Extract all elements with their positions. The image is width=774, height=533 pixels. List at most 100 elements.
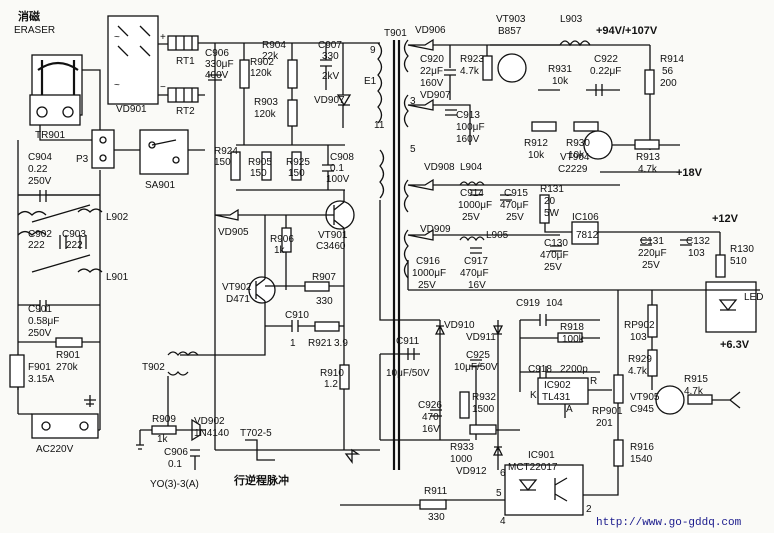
- label-l905: L905: [486, 230, 509, 241]
- label-c130-value: 470μF: [540, 250, 569, 261]
- label-vt903: VT903: [496, 14, 526, 25]
- label-vd901: VD901: [116, 104, 147, 115]
- label-pin-r: R: [590, 376, 597, 387]
- label-c130-rating: 25V: [544, 262, 562, 273]
- label-f901: F901: [28, 362, 51, 373]
- label-pin5: 5: [410, 144, 416, 155]
- label-c919-value: 104: [546, 298, 563, 309]
- label-f901-value: 3.15A: [28, 374, 54, 385]
- label-c913: C913: [456, 110, 480, 121]
- label-pin-a: A: [566, 404, 573, 415]
- label-r910-value: 1.2: [324, 379, 338, 390]
- switch-sa901: [139, 129, 189, 175]
- label-r131: R131: [540, 184, 564, 195]
- label-c914: C914: [460, 188, 484, 199]
- source-url-watermark: http://www.go-gddq.com: [596, 517, 742, 529]
- label-r906-value: 1k: [274, 245, 286, 256]
- label-l901: L901: [106, 272, 129, 283]
- label-vt904: VT904: [560, 152, 590, 163]
- label-vd905: VD905: [218, 227, 249, 238]
- label-l902: L902: [106, 212, 129, 223]
- transformer-t901: [377, 39, 440, 470]
- label-r933-value: 1000: [450, 454, 473, 465]
- label-c917-value: 470μF: [460, 268, 489, 279]
- label-r904: R904: [262, 40, 286, 51]
- label-c911: C911: [396, 336, 420, 347]
- label-c903-value: 222: [66, 240, 83, 251]
- label-c926-rating: 16V: [422, 424, 440, 435]
- label-c904-value: 0.22: [28, 164, 48, 175]
- label-c902: C902: [28, 229, 52, 240]
- label-c130: C130: [544, 238, 568, 249]
- label-c907: C907: [318, 40, 342, 51]
- label-c901-rating: 250V: [28, 328, 52, 339]
- label-c907-rating: 2kV: [322, 71, 340, 82]
- label-ic902-type: TL431: [542, 392, 571, 403]
- label-l903: L903: [560, 14, 583, 25]
- secondary-outputs: [407, 38, 760, 333]
- label-c920-rating: 160V: [420, 78, 444, 89]
- label-r130: R130: [730, 244, 754, 255]
- label-ic902: IC902: [544, 380, 571, 391]
- label-c132-value: 103: [688, 248, 705, 259]
- degauss-section: [29, 54, 205, 175]
- label-r931: R931: [548, 64, 572, 75]
- connector-p3: [91, 129, 115, 169]
- label-r915: R915: [684, 374, 708, 385]
- input-filter: [9, 140, 103, 439]
- label-c906-rating: 400V: [205, 70, 229, 81]
- label-pin5b: 5: [496, 488, 502, 499]
- label-output-94v: +94V/+107V: [596, 25, 658, 37]
- label-pin2: 2: [586, 504, 592, 515]
- label-t901: T901: [384, 28, 407, 39]
- thermistors: [167, 35, 215, 103]
- label-e1: E1: [364, 76, 377, 87]
- label-r130-value: 510: [730, 256, 747, 267]
- label-r932-value: 1500: [472, 404, 495, 415]
- label-c906: C906: [205, 48, 229, 59]
- label-c908: C908: [330, 152, 354, 163]
- label-r931-value: 10k: [552, 76, 569, 87]
- label-pin-k: K: [530, 390, 537, 401]
- label-c918: C918: [528, 364, 552, 375]
- label-c914-value: 1000μF: [458, 200, 492, 211]
- label-r929: R929: [628, 354, 652, 365]
- label-r925-value: 150: [288, 168, 305, 179]
- label-c904: C904: [28, 152, 52, 163]
- label-c901: C901: [28, 304, 52, 315]
- label-c915-rating: 25V: [506, 212, 524, 223]
- optocoupler-section: [340, 320, 619, 516]
- label-r131-rating: 5W: [544, 208, 560, 219]
- label-ac220v: AC220V: [36, 444, 74, 455]
- label-r923-value: 4.7k: [460, 66, 480, 77]
- label-rp902-value: 103: [630, 332, 647, 343]
- label-r910: R910: [320, 368, 344, 379]
- label-pin11: 11: [374, 120, 385, 131]
- label-c902-value: 222: [28, 240, 45, 251]
- label-c920: C920: [420, 54, 444, 65]
- label-r930: R930: [566, 138, 590, 149]
- label-r930-value: 10k: [568, 150, 585, 161]
- label-c918-value: 2200p: [560, 364, 588, 375]
- label-p3: P3: [76, 154, 89, 165]
- label-r918-value: 100k: [562, 334, 585, 345]
- label-r913: R913: [636, 152, 660, 163]
- label-c910-value: 1: [290, 338, 296, 349]
- label-output-6v3: +6.3V: [720, 339, 750, 351]
- label-r907: R907: [312, 272, 336, 283]
- label-vt902: VT902: [222, 282, 252, 293]
- label-led: LED: [744, 292, 763, 303]
- label-c131-rating: 25V: [642, 260, 660, 271]
- label-r902: R902: [250, 57, 274, 68]
- label-rp901: RP901: [592, 406, 623, 417]
- label-r913-value: 4.7k: [638, 164, 658, 175]
- label-c925: C925: [466, 350, 490, 361]
- label-vt905: VT905: [630, 392, 660, 403]
- label-sa901: SA901: [145, 180, 175, 191]
- label-vt902-type: D471: [226, 294, 250, 305]
- optocoupler-ic901: [504, 464, 584, 516]
- label-vd907a: VD907: [314, 95, 345, 106]
- component-labels: 消磁 ERASER TR901 VD901 P3 SA901 RT1 RT2 C…: [14, 9, 763, 529]
- transistor-vt903: [497, 53, 527, 83]
- label-output-12v: +12V: [712, 213, 739, 225]
